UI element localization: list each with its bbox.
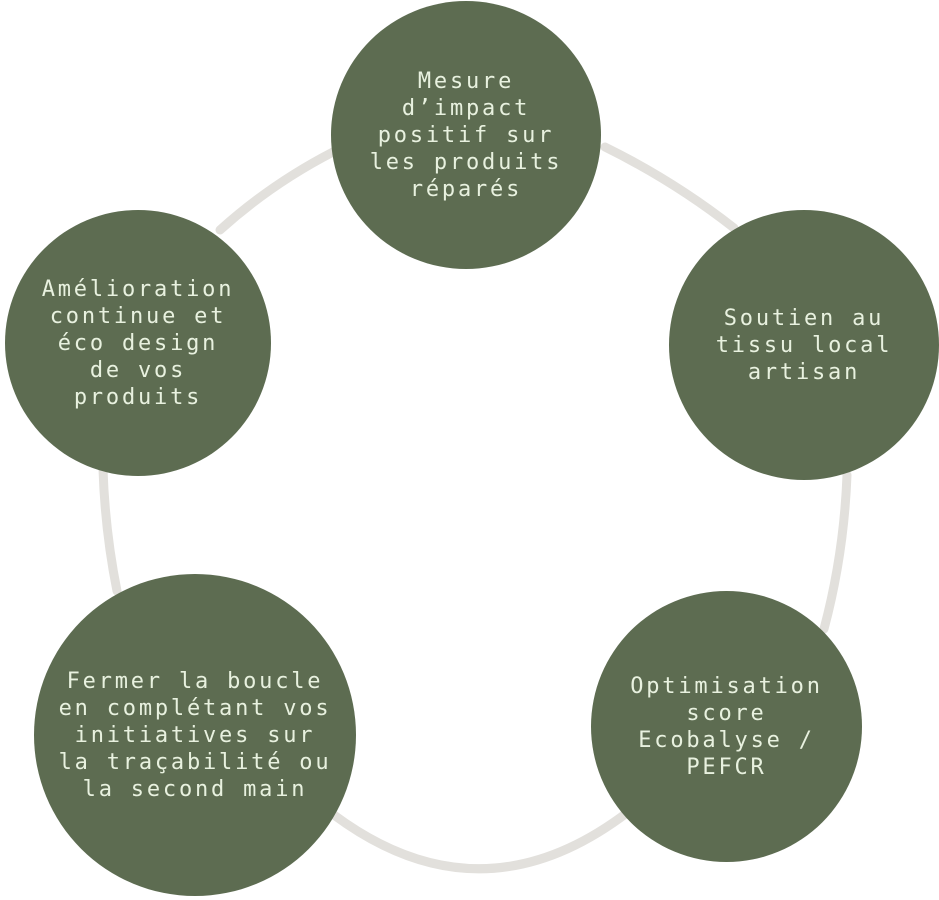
connector-right-to-bottom-right [819, 470, 852, 634]
connector-left-to-bottom-left [98, 464, 122, 596]
node-amelioration-continue: Amélioration continue et éco design de v… [5, 210, 271, 476]
node-amelioration-continue-label: Amélioration continue et éco design de v… [41, 276, 235, 410]
node-mesure-impact: Mesure d’impact positif sur les produits… [331, 1, 601, 269]
connector-top-to-right [600, 142, 739, 233]
node-fermer-la-boucle: Fermer la boucle en complétant vos initi… [34, 574, 356, 896]
node-soutien-tissu-local-label: Soutien au tissu local artisan [715, 305, 893, 385]
connector-left-to-top [215, 147, 338, 235]
node-soutien-tissu-local: Soutien au tissu local artisan [669, 210, 939, 480]
connector-bottom-left-to-bottom-right [329, 807, 633, 874]
node-mesure-impact-label: Mesure d’impact positif sur les produits… [369, 68, 563, 202]
node-optimisation-score-label: Optimisation score Ecobalyse / PEFCR [630, 673, 823, 780]
node-optimisation-score: Optimisation score Ecobalyse / PEFCR [591, 591, 862, 862]
node-fermer-la-boucle-label: Fermer la boucle en complétant vos initi… [58, 668, 332, 802]
